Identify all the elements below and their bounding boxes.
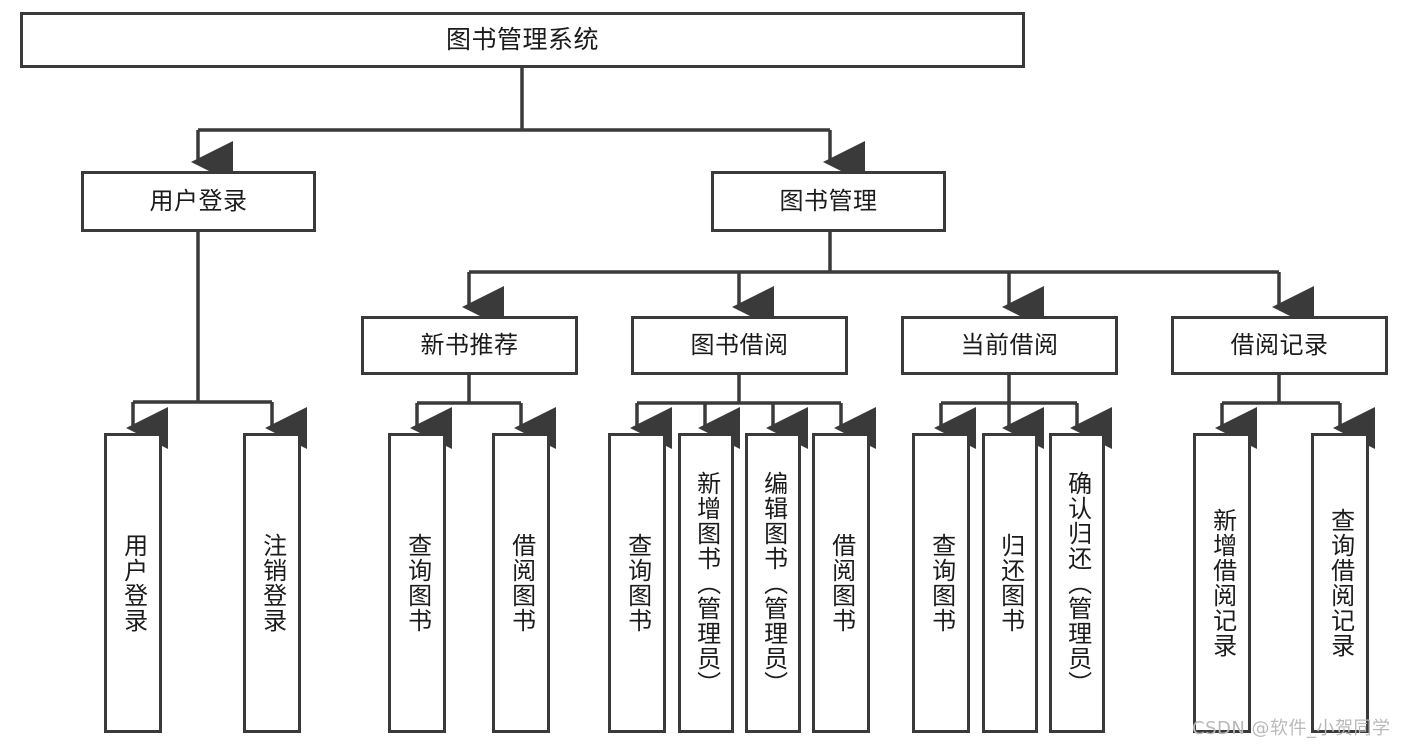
node-label: 图书管理 xyxy=(779,186,878,215)
leaf-query-book-current[interactable]: 查询图书 xyxy=(912,433,970,733)
node-label: 新增图书（管理员） xyxy=(692,470,721,696)
node-new-book-recommend[interactable]: 新书推荐 xyxy=(361,316,578,375)
node-label: 查询图书 xyxy=(403,533,432,633)
leaf-query-book-borrow[interactable]: 查询图书 xyxy=(608,433,666,733)
leaf-add-book-admin[interactable]: 新增图书（管理员） xyxy=(678,433,734,733)
leaf-borrow-book[interactable]: 借阅图书 xyxy=(812,433,870,733)
node-label: 借阅图书 xyxy=(827,533,856,633)
leaf-user-login[interactable]: 用户登录 xyxy=(104,433,162,733)
node-label: 图书管理系统 xyxy=(445,24,599,54)
leaf-edit-book-admin[interactable]: 编辑图书（管理员） xyxy=(745,433,801,733)
node-label: 图书借阅 xyxy=(690,330,789,359)
node-label: 归还图书 xyxy=(996,533,1025,633)
node-user-login[interactable]: 用户登录 xyxy=(81,171,316,232)
leaf-query-book-recommend[interactable]: 查询图书 xyxy=(388,433,446,733)
node-label: 注销登录 xyxy=(258,533,287,633)
node-borrow-record[interactable]: 借阅记录 xyxy=(1171,316,1388,375)
node-label: 查询图书 xyxy=(927,533,956,633)
node-label: 查询图书 xyxy=(623,533,652,633)
node-label: 确认归还（管理员） xyxy=(1063,470,1092,696)
node-book-management[interactable]: 图书管理 xyxy=(711,171,946,232)
leaf-query-borrow-record[interactable]: 查询借阅记录 xyxy=(1311,433,1369,733)
node-book-borrow[interactable]: 图书借阅 xyxy=(631,316,848,375)
node-label: 用户登录 xyxy=(119,533,148,633)
leaf-return-book[interactable]: 归还图书 xyxy=(982,433,1038,733)
leaf-borrow-book-recommend[interactable]: 借阅图书 xyxy=(492,433,550,733)
node-label: 新增借阅记录 xyxy=(1208,508,1237,658)
leaf-add-borrow-record[interactable]: 新增借阅记录 xyxy=(1193,433,1251,733)
node-label: 借阅图书 xyxy=(507,533,536,633)
watermark-csdn: CSDN @软件_小贺同学 xyxy=(1192,718,1391,739)
node-label: 查询借阅记录 xyxy=(1326,508,1355,658)
node-label: 新书推荐 xyxy=(420,330,519,359)
node-current-borrow[interactable]: 当前借阅 xyxy=(901,316,1118,375)
node-label: 当前借阅 xyxy=(960,330,1059,359)
node-root-system[interactable]: 图书管理系统 xyxy=(20,12,1025,68)
leaf-confirm-return-admin[interactable]: 确认归还（管理员） xyxy=(1049,433,1105,733)
leaf-logout[interactable]: 注销登录 xyxy=(243,433,301,733)
node-label: 编辑图书（管理员） xyxy=(759,470,788,696)
node-label: 借阅记录 xyxy=(1230,330,1329,359)
node-label: 用户登录 xyxy=(149,186,248,215)
